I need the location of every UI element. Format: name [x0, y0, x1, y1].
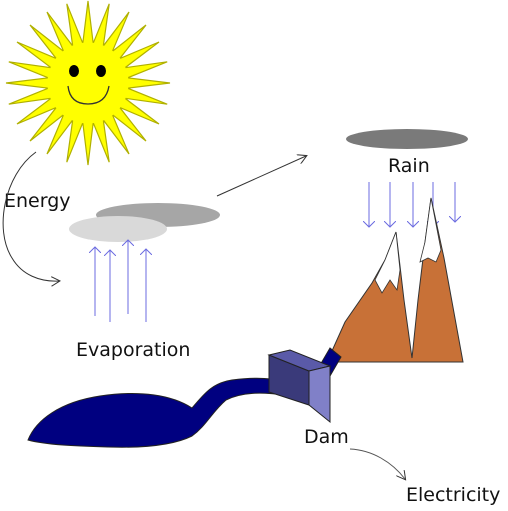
- transport-arrow: [216, 156, 306, 197]
- energy-arrow: [2, 151, 59, 281]
- energy-label: Energy: [4, 190, 71, 212]
- sun-right-eye: [96, 65, 106, 77]
- sun-left-eye: [69, 65, 79, 77]
- sun-icon: [5, 0, 171, 166]
- cloud-icon: [69, 203, 220, 242]
- evaporation-label: Evaporation: [76, 339, 190, 361]
- rain-label: Rain: [388, 155, 430, 177]
- dam-icon: [267, 349, 332, 424]
- electricity-label: Electricity: [406, 484, 500, 506]
- dam-label: Dam: [304, 426, 349, 448]
- evaporation-arrows: [95, 240, 146, 322]
- rain-cloud-icon: [346, 129, 468, 149]
- mountain-snow-left: [374, 231, 401, 294]
- dam-front: [308, 365, 331, 424]
- electricity-arrow: [349, 448, 405, 479]
- mountain-icon: [326, 197, 464, 363]
- mountain-snow-right: [419, 197, 442, 263]
- evaporation-cloud-front: [69, 216, 167, 242]
- rain-arrows: [369, 182, 455, 227]
- lake-icon: [27, 377, 285, 448]
- sun-face: [47, 42, 129, 124]
- sun-smile: [67, 85, 110, 105]
